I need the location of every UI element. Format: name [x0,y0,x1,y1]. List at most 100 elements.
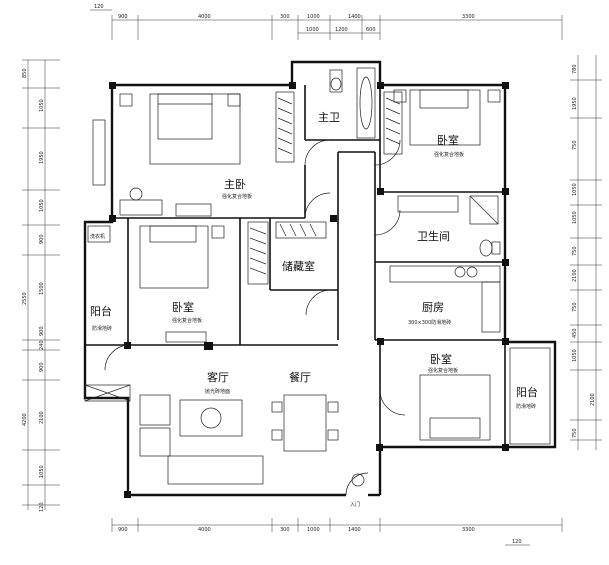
room-labels: 主卧 强化复合地板 主卫 卧室 强化复合地板 卫生间 储藏室 卧室 强化复合地板… [90,111,538,508]
dim-right-5: 1050 [572,211,578,224]
door-se-bedroom [379,389,406,416]
dim-right-9: 450 [572,328,578,338]
door-entrance [345,472,369,496]
walls [83,60,557,497]
dim-right-10: 1050 [572,349,578,362]
furniture [84,67,551,496]
person-icon [351,473,365,487]
dim-left-8: 900 [39,326,45,336]
room-w-balcony: 阳台 [90,304,112,318]
dim-right-6: 750 [572,246,578,256]
room-w-bedroom: 卧室 [172,300,194,314]
dim-left-9: 240 [39,340,45,350]
note-se-bedroom: 强化复合地板 [428,367,458,374]
stove [454,266,466,278]
toilet-bowl [330,77,342,91]
dim-left-6: 2550 [22,292,28,305]
room-master-bath: 主卫 [318,111,340,124]
dim-bottom-5: 1400 [348,527,361,533]
dim-top-2: 4000 [198,14,211,20]
dim-top-4: 1000 [307,14,320,20]
bay-window [92,119,106,186]
dim-left-12: 2100 [39,411,45,424]
dim-bottom-4: 1000 [307,527,320,533]
dim-left-13: 1050 [39,465,45,478]
dim-top-inner-3: 600 [366,27,376,33]
dim-right-12: 750 [572,428,578,438]
label-washer: 洗衣机 [90,233,105,240]
door-bath2 [374,209,401,236]
room-dining: 餐厅 [289,370,311,384]
note-kitchen: 300×300防滑地砖 [408,319,451,326]
note-w-bedroom: 强化复合地板 [172,317,202,324]
se-bed [419,374,491,441]
bathtub [356,67,376,139]
room-storage: 储藏室 [282,259,315,273]
toilet [329,69,343,93]
dim-corner-br: 120 [512,539,522,545]
dim-left-5: 900 [39,234,45,244]
desk [119,199,163,216]
dining-set [271,394,339,452]
kitchen-counter-side [481,281,501,333]
label-entrance: 入门 [350,501,360,508]
room-ne-bedroom: 卧室 [437,133,459,147]
tv-cabinet [175,203,212,217]
w-bed [139,225,225,289]
room-master-bedroom: 主卧 [224,178,246,191]
note-ne-bedroom: 强化复合地板 [434,151,464,158]
dim-right-3: 750 [572,140,578,150]
door-master-bath [304,139,331,166]
dim-left-3: 1950 [39,151,45,164]
dim-bottom-3: 300 [280,527,290,533]
dim-right-1: 780 [572,64,578,74]
columns [109,82,509,498]
door-w-balcony [104,344,129,371]
dim-left-7: 1500 [39,282,45,295]
dim-top-1: 900 [118,14,128,20]
room-kitchen: 厨房 [422,301,444,314]
dim-bottom-2: 4000 [198,527,211,533]
room-e-balcony: 阳台 [516,385,538,399]
sofa-set [139,394,264,485]
door-storage [305,289,332,316]
storage-shelves [247,221,327,285]
dim-right-4: 1050 [572,183,578,196]
dim-left-11: 4200 [22,413,28,426]
w-balcony-rail [84,384,131,402]
dim-right-8: 750 [572,302,578,312]
note-w-balcony: 防滑地砖 [92,325,112,332]
dim-right-11: 2100 [590,393,596,406]
ne-bed [393,89,501,146]
dim-top-inner-2: 1200 [335,27,348,33]
dim-top-3: 300 [280,14,290,20]
chair [129,187,143,201]
dim-top-5: 1400 [348,14,361,20]
dim-left-4: 1050 [39,199,45,212]
note-living: 抛光砖地面 [205,388,230,395]
dim-bottom-1: 900 [118,527,128,533]
room-bath2: 卫生间 [417,229,450,243]
vanity [397,195,459,213]
dim-left-14: 120 [39,502,45,512]
dimension-lines [22,9,602,546]
e-balcony-rail [509,347,551,445]
dim-left-2: 1050 [39,99,45,112]
note-master-bedroom: 强化复合地板 [222,193,252,200]
dim-bottom-6: 3300 [462,527,475,533]
bathtub-inner [359,76,373,130]
dim-right-2: 1950 [572,97,578,110]
shower [469,195,499,225]
room-living: 客厅 [207,370,229,384]
ne-wardrobe [383,91,403,155]
door-ne-bedroom [374,139,401,166]
dim-corner-tl: 120 [94,4,104,10]
dim-left-1: 850 [22,68,28,78]
dim-top-6: 3300 [462,14,475,20]
note-e-balcony: 防滑地砖 [516,403,536,410]
toilet-2 [479,239,493,257]
dim-top-inner-1: 1000 [306,27,319,33]
dim-right-7: 2100 [572,269,578,282]
